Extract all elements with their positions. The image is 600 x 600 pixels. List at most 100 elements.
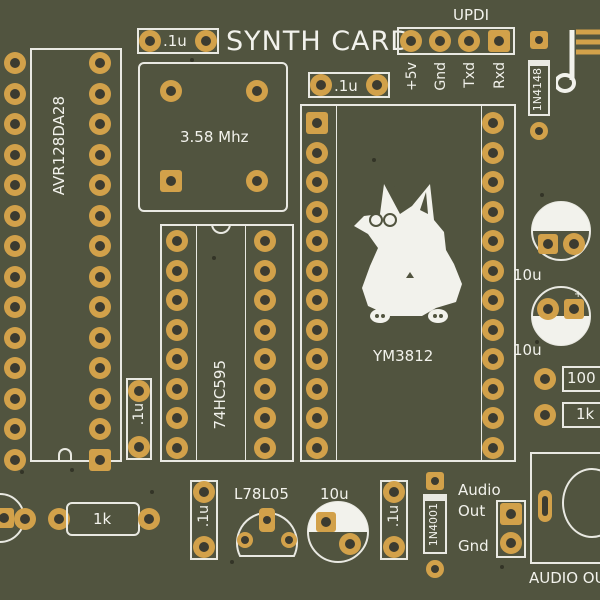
via — [70, 468, 74, 472]
ic-pin-pad — [482, 200, 504, 223]
ic-pin-pad — [89, 113, 111, 135]
ic-pin-pad — [89, 52, 111, 74]
ic-pin-pad — [89, 387, 111, 410]
ic-pin-pad — [4, 174, 26, 196]
resistor-value: 1k — [576, 405, 595, 423]
cap-value: .1u — [163, 32, 187, 50]
updi-pad — [429, 30, 451, 52]
ic-pin-pad — [89, 235, 111, 257]
cap-value: 10u — [513, 266, 542, 284]
via — [230, 560, 234, 564]
crystal-pad — [160, 170, 182, 192]
ic-pin-pad — [166, 348, 188, 370]
updi-header-outline — [397, 27, 515, 55]
diode-label: 1N4001 — [427, 503, 440, 547]
ic-pin-pad — [89, 265, 111, 288]
resistor-value: 100 — [567, 369, 596, 387]
via — [372, 158, 376, 162]
crystal-pad — [246, 170, 268, 192]
cap-pad — [139, 30, 161, 52]
ic-pin-pad — [166, 259, 188, 282]
crystal-outline — [138, 62, 288, 212]
ic-pin-pad — [254, 377, 276, 400]
ic-pin-pad — [89, 357, 111, 379]
corgi-logo-icon — [354, 184, 462, 323]
audio-jack-label: AUDIO OUT — [529, 569, 600, 587]
cap-pad — [366, 74, 388, 96]
synth-chip-body — [336, 104, 482, 462]
electrolytic-cap-icon: + — [531, 286, 591, 346]
updi-pad — [458, 30, 480, 52]
ic-pin-pad — [306, 377, 328, 400]
ic-pin-pad — [89, 296, 111, 318]
ic-pin-pad — [89, 82, 111, 105]
ic-pin-pad — [254, 289, 276, 311]
cap-pad — [193, 536, 215, 558]
ic-pin-pad — [4, 448, 26, 471]
mcu-outline — [30, 48, 122, 462]
audio-pad — [500, 503, 522, 525]
electrolytic-cap-icon — [307, 501, 369, 563]
updi-pad — [488, 30, 510, 52]
ic-pin-pad — [4, 418, 26, 440]
resistor-value: 1k — [93, 510, 112, 528]
diode-pad — [426, 560, 444, 578]
music-note-icon — [556, 29, 600, 93]
ic-pin-pad — [482, 112, 504, 134]
cap-outline — [308, 72, 390, 98]
resistor-pad — [48, 508, 70, 530]
ic-pin-pad — [482, 289, 504, 311]
cap-pad — [310, 74, 332, 96]
ic-pin-pad — [482, 318, 504, 341]
audio-gnd-label: Gnd — [458, 537, 489, 555]
crystal-pad — [160, 80, 182, 102]
ic-pin-pad — [4, 265, 26, 288]
ic-pin-pad — [89, 418, 111, 440]
cap-pad — [193, 481, 215, 503]
ic-pin-pad — [89, 143, 111, 166]
cap-pad — [383, 536, 405, 558]
resistor-pad — [534, 368, 556, 390]
crystal-label: 3.58 Mhz — [180, 128, 249, 146]
diode-pad — [530, 122, 548, 140]
via — [500, 565, 504, 569]
ic-pin-pad — [166, 377, 188, 400]
ic-pin-pad — [482, 230, 504, 252]
ic-pin-pad — [89, 448, 111, 471]
ic-pin-pad — [482, 377, 504, 400]
ic-pin-pad — [4, 296, 26, 318]
cap-value: .1u — [386, 505, 402, 528]
synth-chip-label: YM3812 — [373, 347, 434, 365]
audio-out-label: Audio — [458, 481, 501, 499]
ic-pin-pad — [4, 113, 26, 135]
ic-pin-pad — [482, 171, 504, 193]
resistor-outline — [562, 402, 600, 428]
ic-pin-pad — [306, 318, 328, 341]
header-pin-label: Gnd — [433, 62, 449, 91]
ic-pin-pad — [166, 318, 188, 341]
cap-pad — [14, 508, 36, 530]
ic-pin-pad — [254, 348, 276, 370]
via — [20, 470, 24, 474]
via — [535, 340, 539, 344]
via — [190, 58, 194, 62]
mcu-label: AVR128DA28 — [50, 96, 68, 196]
regulator-outline — [236, 508, 298, 557]
ic-pin-pad — [89, 204, 111, 227]
ic-pin-pad — [306, 141, 328, 164]
ic-pin-pad — [254, 407, 276, 429]
ic-pin-pad — [306, 407, 328, 429]
ic-pin-pad — [482, 407, 504, 429]
cap-outline — [137, 28, 219, 54]
ic-pin-pad — [166, 407, 188, 429]
resistor-outline — [562, 366, 600, 392]
via — [540, 193, 544, 197]
ic-pin-pad — [482, 348, 504, 370]
shift-register-label: 74HC595 — [211, 360, 229, 430]
ic-pin-pad — [254, 259, 276, 282]
ic-pin-pad — [306, 200, 328, 223]
ic-pin-pad — [166, 230, 188, 252]
audio-pad — [500, 532, 522, 554]
header-pin-label: Rxd — [492, 62, 508, 89]
